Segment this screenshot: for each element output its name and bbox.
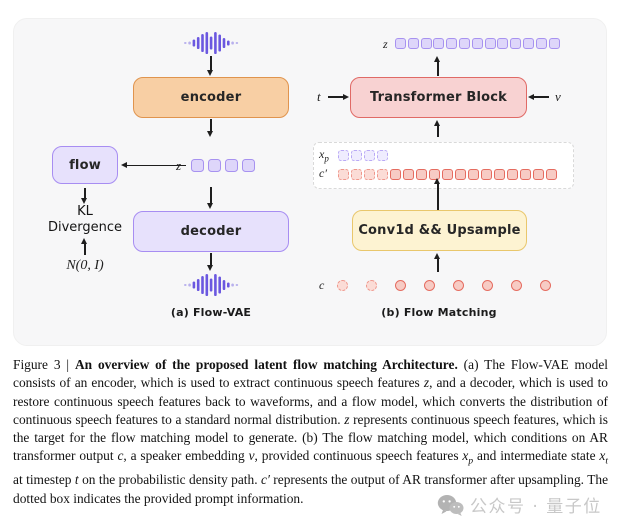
decoder-label: decoder	[180, 224, 242, 239]
token-square-dashed	[364, 150, 375, 161]
token-square	[407, 38, 419, 49]
z-token-row-a	[191, 159, 255, 172]
token-square	[520, 169, 531, 180]
token-circle	[395, 280, 406, 291]
xp-token-row	[338, 150, 388, 161]
token-circle	[540, 280, 551, 291]
token-square	[433, 38, 445, 49]
arrow-normal-to-kl	[81, 238, 87, 255]
token-square	[548, 38, 560, 49]
token-square	[533, 169, 544, 180]
decoder-box: decoder	[133, 211, 289, 252]
kl-divergence-label: KL Divergence	[47, 204, 123, 235]
token-circle	[424, 280, 435, 291]
v-label: v	[555, 89, 561, 104]
token-square-dashed	[338, 169, 349, 180]
c-label: c	[319, 278, 325, 292]
panel-b-caption: (b) Flow Matching	[381, 306, 497, 319]
encoder-label: encoder	[180, 90, 242, 105]
watermark: 公众号 · 量子位	[437, 492, 602, 517]
arrow-conv-to-cprime	[434, 178, 440, 210]
figure-caption: Figure 3 | An overview of the proposed l…	[13, 357, 609, 506]
conv-upsample-label: Conv1d && Upsample	[358, 223, 521, 238]
arrow-flow-to-kl	[81, 188, 87, 204]
cprime-token-row	[338, 169, 557, 180]
arrow-t-to-transformer	[328, 94, 349, 99]
token-square	[208, 159, 221, 172]
token-square	[225, 159, 238, 172]
arrow-v-to-transformer	[528, 94, 549, 99]
c-token-row	[337, 280, 551, 291]
arrow-decoder-to-wave	[207, 253, 213, 271]
token-square	[420, 38, 432, 49]
token-square	[535, 38, 547, 49]
arrow-transformer-to-z	[434, 56, 440, 76]
token-square	[510, 38, 522, 49]
conv-upsample-box: Conv1d && Upsample	[352, 210, 527, 251]
panel-a-caption: (a) Flow-VAE	[170, 306, 252, 319]
token-square-dashed	[351, 150, 362, 161]
token-square	[481, 169, 492, 180]
token-circle	[511, 280, 522, 291]
token-square-dashed	[377, 150, 388, 161]
arrow-encoder-to-z	[207, 119, 213, 137]
token-square	[455, 169, 466, 180]
token-square-dashed	[364, 169, 375, 180]
token-square	[507, 169, 518, 180]
waveform-output-icon	[184, 274, 239, 296]
flow-label: flow	[69, 157, 101, 173]
token-square	[416, 169, 427, 180]
token-square-dashed	[377, 169, 388, 180]
token-square	[546, 169, 557, 180]
arrow-prompt-to-transformer	[434, 120, 440, 137]
token-square	[494, 169, 505, 180]
token-circle-dashed	[337, 280, 348, 291]
wechat-icon	[437, 494, 464, 516]
token-square	[429, 169, 440, 180]
z-label-b: z	[383, 37, 388, 51]
token-square	[390, 169, 401, 180]
token-square-dashed	[351, 169, 362, 180]
transformer-label: Transformer Block	[370, 90, 507, 105]
token-square	[458, 38, 470, 49]
cprime-label: c′	[319, 166, 327, 180]
t-label: t	[317, 89, 321, 104]
xp-label: xp	[319, 147, 329, 164]
waveform-input-icon	[184, 32, 239, 54]
arrow-z-to-decoder	[207, 187, 213, 209]
arrow-wave-to-encoder	[207, 56, 213, 76]
prompt-dotted-box	[313, 142, 574, 189]
token-circle	[482, 280, 493, 291]
token-square	[522, 38, 534, 49]
arrow-c-to-conv	[434, 253, 440, 272]
token-square	[191, 159, 204, 172]
token-square	[468, 169, 479, 180]
flow-box: flow	[52, 146, 118, 184]
token-square-dashed	[338, 150, 349, 161]
z-token-row-b	[395, 38, 560, 49]
token-square	[395, 38, 406, 49]
arrow-z-to-flow	[121, 162, 186, 168]
token-square	[403, 169, 414, 180]
transformer-box: Transformer Block	[350, 77, 527, 118]
token-square	[484, 38, 496, 49]
token-square	[442, 169, 453, 180]
token-circle-dashed	[366, 280, 377, 291]
normal-dist-label: N(0, I)	[66, 258, 104, 273]
token-square	[497, 38, 509, 49]
token-square	[471, 38, 483, 49]
token-square	[446, 38, 458, 49]
token-circle	[453, 280, 464, 291]
watermark-text: 公众号 · 量子位	[470, 497, 602, 517]
token-square	[242, 159, 255, 172]
encoder-box: encoder	[133, 77, 289, 118]
